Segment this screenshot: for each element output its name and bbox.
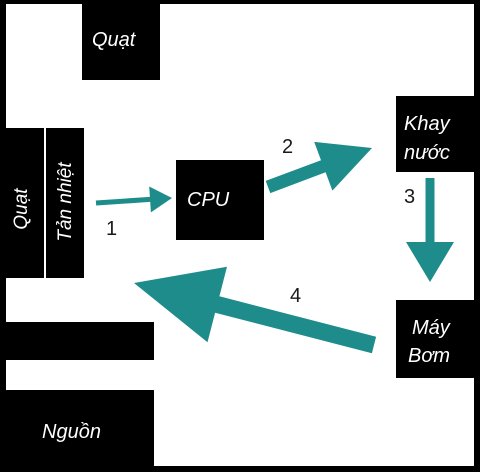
arrow-heatsink-to-cpu [95,186,172,213]
heatsink-block [46,128,84,278]
step-4-label: 4 [290,285,302,307]
reservoir-label-line2: nước [404,142,450,164]
reservoir-block [396,96,476,172]
cpu-block [176,160,264,240]
top-fan-label: Quạt [92,29,136,51]
psu-block [0,390,154,472]
pump-label-line1: Máy [412,317,450,339]
pump-block [396,300,476,378]
reservoir-label-line1: Khay [404,113,450,135]
drive-bay-bar [0,322,154,360]
step-1-label: 1 [106,218,118,240]
arrow-cpu-to-reservoir [265,141,372,194]
arrow-pump-to-heatsink [134,266,377,354]
side-fan-block [0,128,44,278]
step-3-label: 3 [404,186,416,208]
psu-label: Nguồn [42,421,101,443]
pump-label-line2: Bơm [408,345,451,367]
step-2-label: 2 [282,136,294,158]
cpu-label: CPU [187,189,230,211]
arrow-reservoir-to-pump [406,178,454,282]
top-fan-block [82,0,160,80]
